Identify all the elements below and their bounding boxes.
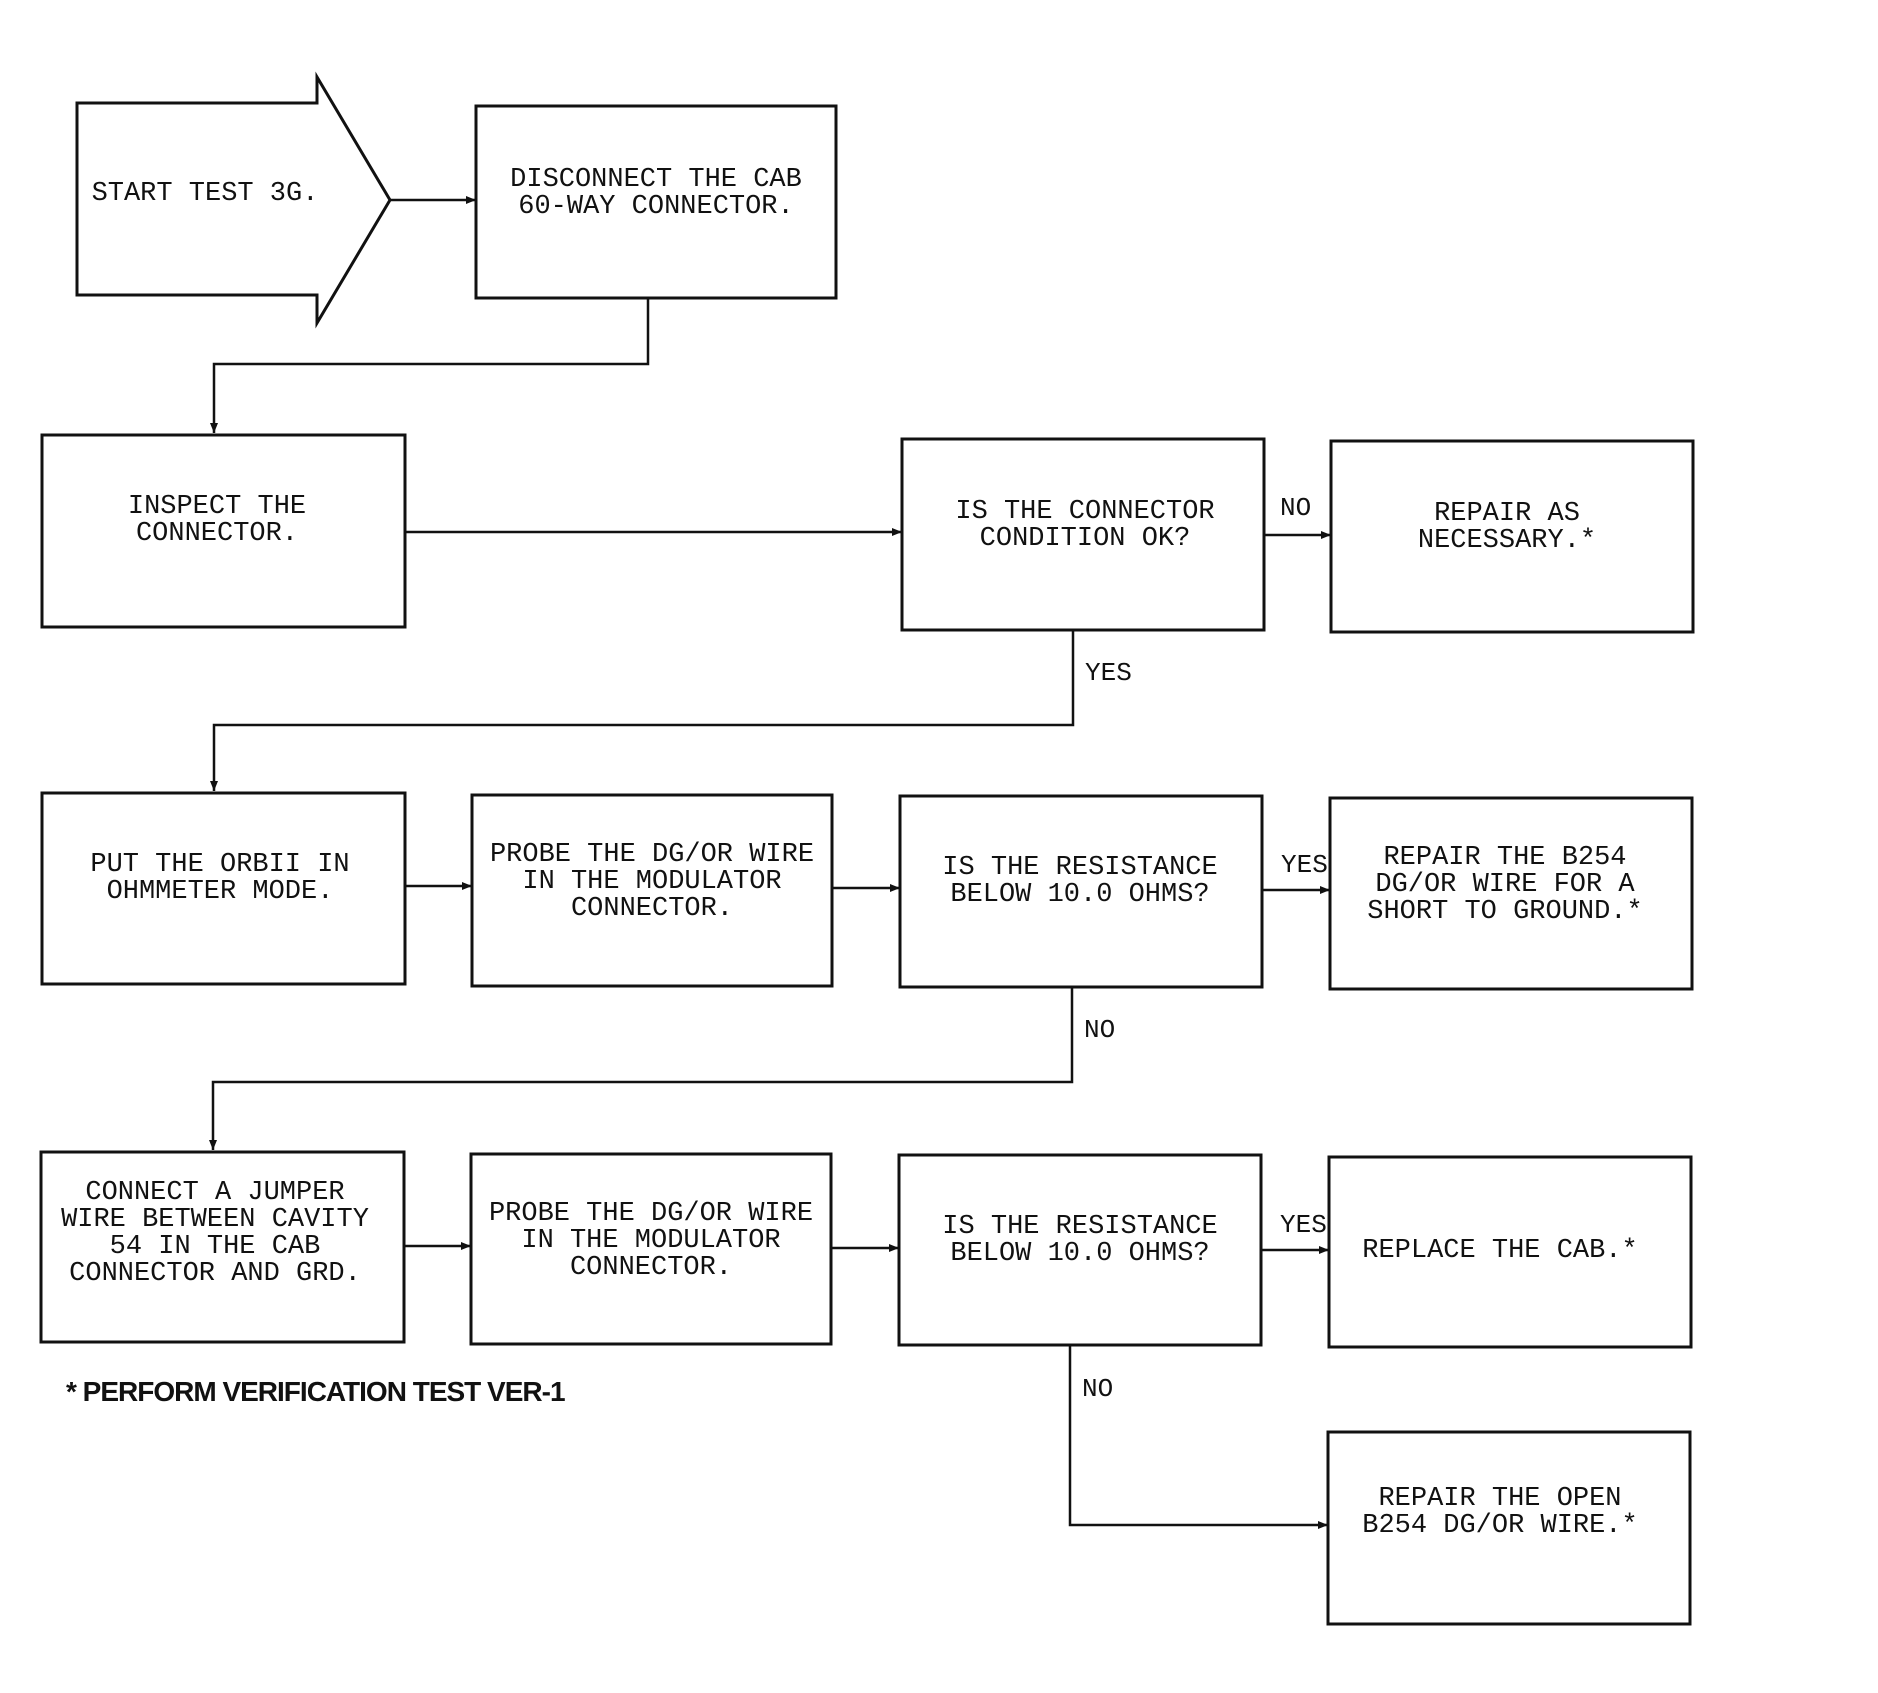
step-text-line: OHMMETER MODE. xyxy=(107,877,334,907)
step-text-line: DG/OR WIRE FOR A xyxy=(1375,870,1635,900)
box-repair-short xyxy=(1328,796,1694,991)
step-text-line: REPLACE THE CAB.* xyxy=(1362,1236,1637,1266)
step-text-line: IS THE RESISTANCE xyxy=(942,853,1217,883)
step-text-line: 54 IN THE CAB xyxy=(110,1232,321,1262)
step-text-line: NECESSARY.* xyxy=(1418,526,1596,556)
label-resistance2-no: NO xyxy=(1082,1374,1113,1404)
step-text-line: IS THE CONNECTOR xyxy=(955,497,1214,527)
edge-resistance2-no xyxy=(1068,1345,1328,1529)
step-text-line: IN THE MODULATOR xyxy=(521,1226,780,1256)
box-probe1 xyxy=(470,793,834,988)
box-probe2 xyxy=(469,1152,833,1346)
step-text-line: REPAIR THE OPEN xyxy=(1378,1484,1621,1514)
step-text-line: IS THE RESISTANCE xyxy=(942,1212,1217,1242)
step-text-line: CONNECTOR. xyxy=(136,519,298,549)
step-replace-cab-text: REPLACE THE CAB.* xyxy=(1362,1236,1637,1266)
label-resistance1-yes: YES xyxy=(1281,850,1328,880)
step-text-line: PROBE THE DG/OR WIRE xyxy=(490,840,814,870)
step-text-line: CONNECTOR AND GRD. xyxy=(69,1259,361,1289)
step-text-line: CONNECT A JUMPER xyxy=(85,1178,344,1208)
footnote-verification: * PERFORM VERIFICATION TEST VER-1 xyxy=(66,1376,565,1407)
edge-condition-yes xyxy=(210,630,1075,791)
box-ohmmeter xyxy=(40,791,407,986)
edge-labels: NO YES YES NO YES NO xyxy=(1082,493,1328,1404)
label-condition-yes: YES xyxy=(1085,658,1132,688)
step-start-text: START TEST 3G. xyxy=(92,179,319,209)
start-arrow-shape xyxy=(75,71,392,329)
step-text-line: PROBE THE DG/OR WIRE xyxy=(489,1199,813,1229)
step-text-line: START TEST 3G. xyxy=(92,179,319,209)
step-text-line: DISCONNECT THE CAB xyxy=(510,165,802,195)
step-text-line: BELOW 10.0 OHMS? xyxy=(950,1239,1209,1269)
step-text-line: B254 DG/OR WIRE.* xyxy=(1362,1511,1637,1541)
label-condition-no: NO xyxy=(1280,493,1311,523)
step-text-line: CONNECTOR. xyxy=(570,1253,732,1283)
box-replace-cab xyxy=(1327,1155,1693,1349)
box-jumper xyxy=(39,1150,406,1344)
box-repair-necessary xyxy=(1329,439,1695,634)
box-resistance1-question xyxy=(898,794,1264,989)
step-text-line: CONDITION OK? xyxy=(980,524,1191,554)
step-text-line: 60-WAY CONNECTOR. xyxy=(518,192,793,222)
connectors xyxy=(209,196,1331,1529)
box-inspect xyxy=(40,433,407,629)
box-condition-question xyxy=(900,437,1266,632)
label-resistance2-yes: YES xyxy=(1280,1210,1327,1240)
box-disconnect xyxy=(474,104,838,300)
step-text-line: REPAIR THE B254 xyxy=(1383,843,1626,873)
step-text-line: INSPECT THE xyxy=(128,492,306,522)
step-text-line: PUT THE ORBII IN xyxy=(90,850,349,880)
edge-disconnect-to-inspect xyxy=(210,298,650,433)
box-repair-open xyxy=(1326,1430,1692,1626)
edge-resistance1-no xyxy=(209,987,1074,1150)
label-resistance1-no: NO xyxy=(1084,1015,1115,1045)
step-text-line: SHORT TO GROUND.* xyxy=(1367,897,1642,927)
step-text-line: REPAIR AS xyxy=(1434,499,1580,529)
step-text-line: BELOW 10.0 OHMS? xyxy=(950,880,1209,910)
box-resistance2-question xyxy=(897,1153,1263,1347)
step-text-line: WIRE BETWEEN CAVITY xyxy=(61,1205,369,1235)
flowchart-boxes xyxy=(39,104,1695,1626)
step-text-line: CONNECTOR. xyxy=(571,894,733,924)
step-text-line: IN THE MODULATOR xyxy=(522,867,781,897)
